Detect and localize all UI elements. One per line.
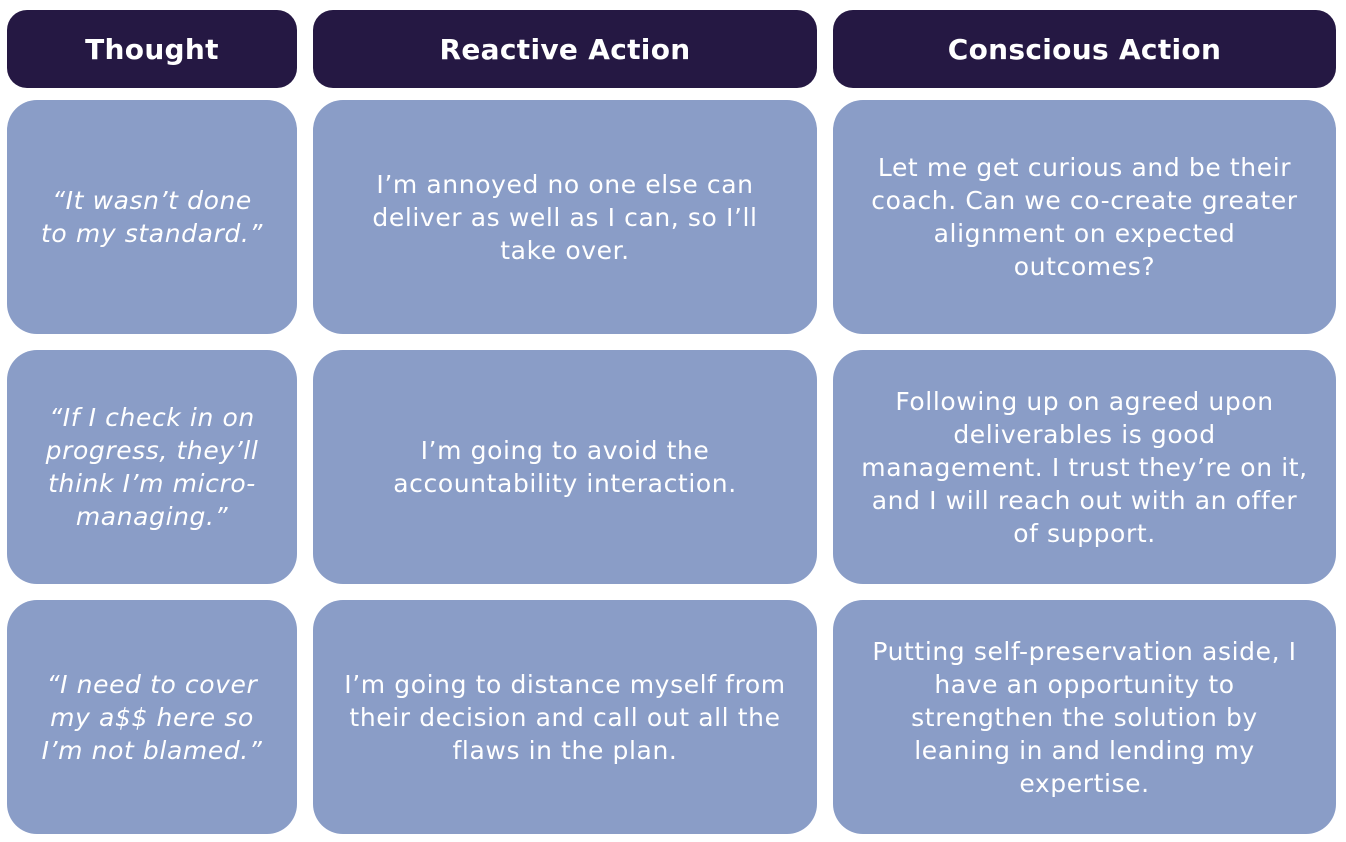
row-1-thought: “It wasn’t done to my standard.”	[7, 100, 297, 334]
row-3-thought: “I need to cover my a$$ here so I’m not …	[7, 600, 297, 834]
row-1-conscious-action: Let me get curious and be their coach. C…	[833, 100, 1336, 334]
header-conscious-action: Conscious Action	[833, 10, 1336, 88]
row-2-thought: “If I check in on progress, they’ll thin…	[7, 350, 297, 584]
row-2-reactive-action: I’m going to avoid the accountability in…	[313, 350, 817, 584]
header-thought: Thought	[7, 10, 297, 88]
row-1-reactive-action: I’m annoyed no one else can deliver as w…	[313, 100, 817, 334]
row-3-conscious-action: Putting self-preservation aside, I have …	[833, 600, 1336, 834]
header-reactive-action: Reactive Action	[313, 10, 817, 88]
row-3-reactive-action: I’m going to distance myself from their …	[313, 600, 817, 834]
row-2-conscious-action: Following up on agreed upon deliverables…	[833, 350, 1336, 584]
thought-action-table: Thought Reactive Action Conscious Action…	[7, 10, 1336, 835]
